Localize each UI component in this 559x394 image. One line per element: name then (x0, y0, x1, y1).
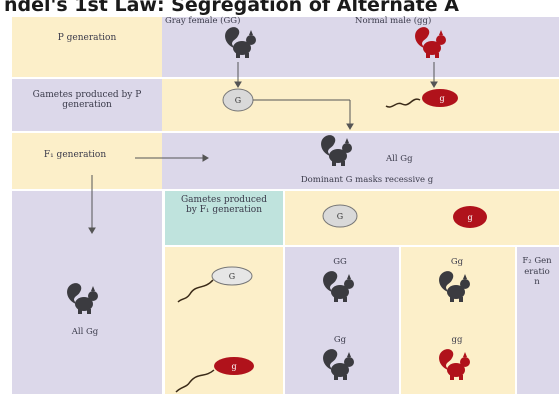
left-f2-squirrel-icon (67, 283, 98, 314)
col-gamete-g-sperm-icon: g (176, 357, 254, 392)
gamete-G-text: G (235, 96, 241, 105)
f1-gamete-G-text: G (337, 212, 343, 221)
f1-gamete-G-icon: G (323, 205, 357, 227)
punnett-Gg-top-squirrel-icon (439, 271, 470, 302)
gray-female-squirrel-icon (225, 27, 256, 58)
col-gamete-g-text: g (231, 362, 236, 371)
f1-squirrel-icon (321, 135, 352, 166)
f1-gamete-g-icon: g (453, 206, 487, 228)
punnett-Gg-bottom-squirrel-icon (323, 349, 354, 380)
punnett-GG-squirrel-icon (323, 271, 354, 302)
gamete-g-text: g (439, 94, 444, 103)
punnett-gg-squirrel-icon (439, 349, 470, 380)
col-gamete-G-sperm-icon: G (178, 267, 252, 302)
col-gamete-G-text: G (229, 272, 235, 281)
gamete-g-sperm-icon: g (386, 89, 458, 107)
gamete-G-icon: G (223, 89, 253, 111)
normal-male-squirrel-icon (415, 27, 446, 58)
f1-gamete-g-text: g (467, 213, 472, 222)
